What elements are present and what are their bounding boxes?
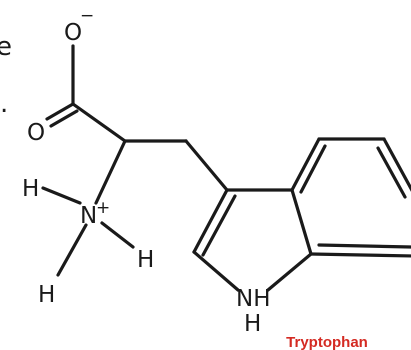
bond-c-o-double-b	[49, 109, 79, 128]
margin-fragment-dot: .	[0, 89, 8, 119]
atom-hydrogen-amine-right: H	[137, 247, 154, 273]
bond-c7a-c3a	[290, 188, 313, 256]
charge-minus: −	[80, 6, 94, 26]
bond-c3a-c4-b	[299, 144, 327, 194]
bond-calpha-n	[94, 139, 127, 205]
bond-n-h-left	[41, 186, 82, 205]
atom-hydrogen-amine-left: H	[22, 176, 39, 202]
bond-c7-c7a-b	[317, 243, 411, 249]
margin-fragment-e: e	[0, 32, 12, 62]
charge-plus: +	[96, 198, 110, 218]
atom-indole-nh: NH	[236, 286, 271, 312]
bond-c2-n1	[192, 250, 240, 292]
bond-ch2-c3	[184, 139, 229, 192]
bond-c3-c2-b	[201, 194, 237, 257]
bond-n1-c7a	[266, 252, 313, 292]
molecule-name-label: Tryptophan	[286, 334, 368, 350]
atom-oxygen-carboxylate: O	[64, 20, 82, 46]
bond-n-h-right	[100, 221, 135, 249]
bond-c-calpha	[71, 102, 127, 143]
bond-c7-c7a-a	[309, 252, 411, 258]
bond-c-o-double-a	[45, 102, 75, 121]
atom-hydrogen-amine-bottom: H	[38, 282, 55, 308]
bond-n-h-bottom	[56, 223, 88, 277]
bond-lines	[41, 44, 411, 292]
atom-indole-nh-hydrogen: H	[244, 311, 261, 337]
bond-c5-c6-b	[376, 146, 407, 199]
bond-c5-c6-a	[382, 137, 411, 192]
atom-oxygen-carbonyl: O	[27, 120, 45, 146]
bond-c3a-c4-a	[290, 137, 321, 192]
bond-c3-c2-a	[192, 188, 229, 254]
atom-nitrogen-amine: N	[80, 203, 97, 229]
